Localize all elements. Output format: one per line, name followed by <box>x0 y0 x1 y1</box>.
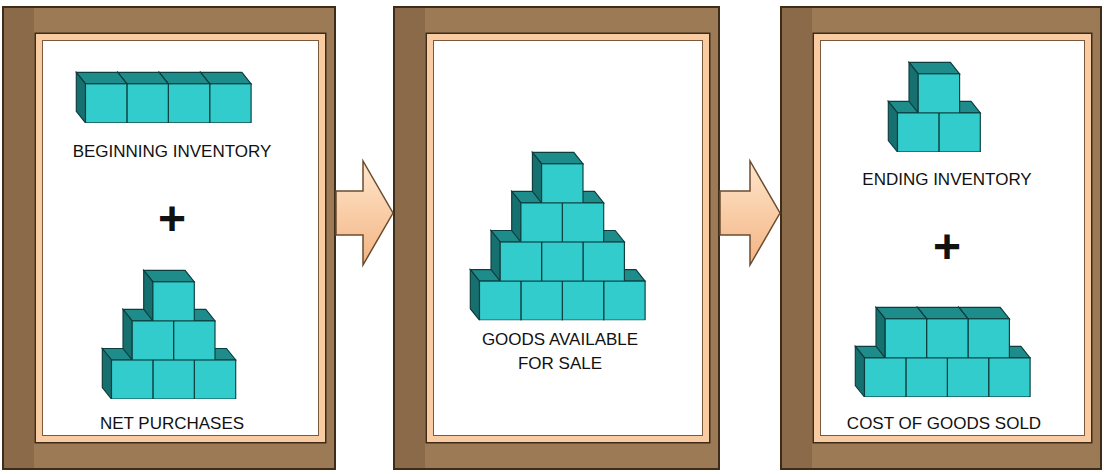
inventory-frame: ENDING INVENTORY + COST OF GOODS SOLD <box>780 6 1102 470</box>
cube <box>595 270 646 321</box>
frame-panel <box>427 34 709 442</box>
flow-arrow <box>336 161 393 265</box>
cube <box>930 101 981 152</box>
cube <box>159 72 210 123</box>
plus-sign: + <box>802 222 1092 272</box>
cube-stack <box>855 307 1030 397</box>
cube <box>980 346 1031 397</box>
cube <box>938 346 989 397</box>
cube <box>897 346 948 397</box>
frame-label: ENDING INVENTORY <box>802 168 1092 192</box>
flow-arrow <box>720 161 780 265</box>
frame-label: NET PURCHASES <box>24 412 320 436</box>
cube-pyramid <box>470 152 645 320</box>
cube <box>553 270 604 321</box>
cube <box>185 349 236 400</box>
cube-pyramid <box>102 270 235 399</box>
frame-label: COST OF GOODS SOLD <box>794 412 1094 436</box>
cube <box>201 72 252 123</box>
cube <box>123 309 174 360</box>
cube <box>553 191 604 242</box>
cube <box>512 191 563 242</box>
cube <box>574 231 625 282</box>
cube <box>76 72 127 123</box>
cube-pyramid <box>888 62 980 152</box>
plus-sign: + <box>24 194 320 244</box>
cube <box>512 270 563 321</box>
cube <box>855 346 906 397</box>
cube <box>876 307 927 358</box>
inventory-frame: BEGINNING INVENTORY + NET PURCHASES <box>2 6 336 470</box>
cube <box>532 231 583 282</box>
cube-row <box>76 72 251 123</box>
cube <box>888 101 939 152</box>
inventory-frame: GOODS AVAILABLE FOR SALE <box>393 6 720 470</box>
cube <box>470 270 521 321</box>
cube <box>118 72 169 123</box>
cube <box>102 349 153 400</box>
frame-label: BEGINNING INVENTORY <box>24 140 320 164</box>
cube <box>909 62 960 113</box>
cube <box>144 349 195 400</box>
cube <box>959 307 1010 358</box>
cube <box>144 270 195 321</box>
frame-label: GOODS AVAILABLE FOR SALE <box>465 328 655 376</box>
cube <box>917 307 968 358</box>
cube <box>164 309 215 360</box>
cube <box>532 152 583 203</box>
cube <box>491 231 542 282</box>
